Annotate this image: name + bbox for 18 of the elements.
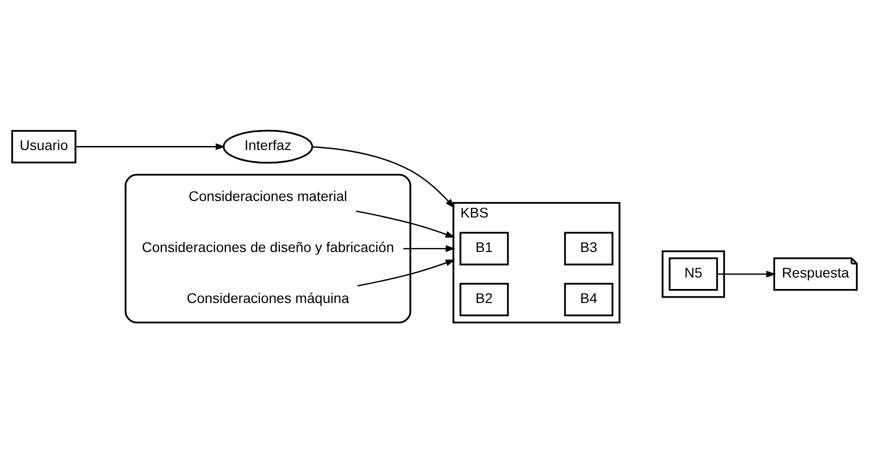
- node-box: B1: [460, 232, 509, 266]
- node-text: Consideraciones material: [188, 188, 348, 204]
- arrow: [312, 146, 455, 208]
- node-box: B4: [564, 282, 614, 316]
- arrow: [356, 210, 456, 238]
- node-box: B2: [460, 282, 509, 316]
- node-text: Consideraciones máquina: [186, 290, 350, 306]
- node-text: Consideraciones de diseño y fabricación: [142, 238, 394, 255]
- arrow: [717, 270, 776, 278]
- node-ellipse: Interfaz: [222, 130, 314, 164]
- arrow: [357, 260, 456, 286]
- node-box: N5: [668, 257, 718, 291]
- node-box: B3: [564, 232, 614, 266]
- arrow: [76, 143, 226, 150]
- cluster: [662, 250, 725, 298]
- cluster: [124, 174, 412, 324]
- arrow: [403, 245, 456, 252]
- node-box: Usuario: [11, 130, 76, 164]
